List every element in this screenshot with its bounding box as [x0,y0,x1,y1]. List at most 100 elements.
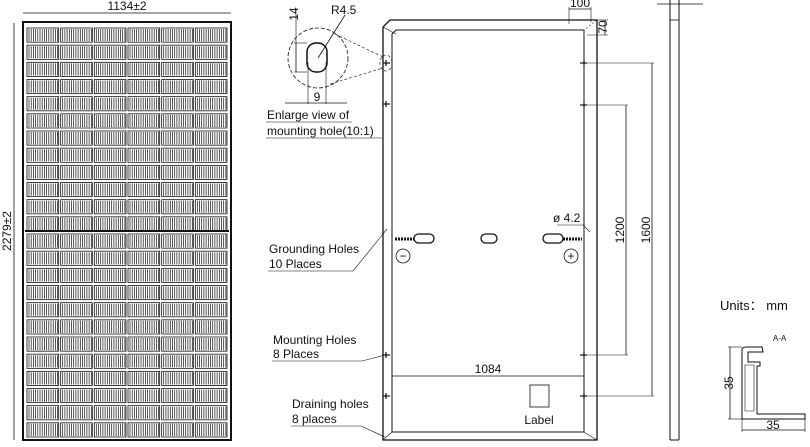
solar-cell [194,319,228,335]
solar-cell [26,147,60,163]
solar-cell [26,422,60,438]
solar-cell [161,422,194,438]
back-frame-outer [382,19,598,441]
solar-cell [93,199,127,215]
solar-cell [26,61,60,77]
solar-cell [60,182,93,198]
mounting-hole-detail: R4.5 14 9 Enlarge view of mounting hole(… [266,3,393,139]
solar-cell [194,147,228,163]
dim-1084: 1084 [475,362,502,376]
solar-cell [161,27,194,43]
solar-cell [93,27,127,43]
solar-cell [161,113,194,129]
solar-cell [127,182,161,198]
solar-cell [127,267,161,283]
solar-cell [161,336,194,352]
solar-cell [26,113,60,129]
section-a-a: Units： mm A-A 35 35 [720,298,806,432]
solar-cell [26,302,60,318]
solar-cell [194,422,228,438]
solar-cell [194,267,228,283]
solar-cell [161,164,194,180]
solar-cell [194,336,228,352]
back-frame-inner [391,29,585,433]
solar-cell [194,405,228,421]
solar-cell [26,199,60,215]
draining-label-1: Draining holes [292,397,369,411]
solar-cell [93,336,127,352]
solar-cell [60,319,93,335]
solar-cell [127,96,161,112]
solar-cell [194,302,228,318]
solar-cell [60,79,93,95]
positive-icon [563,248,579,264]
solar-cell [194,61,228,77]
solar-cell [26,250,60,266]
solar-cell [127,27,161,43]
solar-cell [26,182,60,198]
solar-cell [161,216,194,232]
solar-cell [60,285,93,301]
dim-1600: 1600 [639,216,653,243]
solar-cell [161,250,194,266]
draining-label-2: 8 places [292,412,337,426]
grounding-slot-center [480,233,498,244]
solar-cell [60,336,93,352]
negative-icon [395,248,411,264]
solar-cell [93,302,127,318]
solar-cell [161,370,194,386]
dim-100: 100 [570,0,590,10]
solar-cell [26,353,60,369]
solar-cell [161,182,194,198]
solar-cell [26,130,60,146]
solar-cell [93,130,127,146]
solar-cell [93,422,127,438]
solar-cell [26,267,60,283]
hole-height-dim: 14 [287,7,301,21]
solar-cell [60,250,93,266]
section-width-dim: 35 [766,418,780,432]
hole-width-dim: 9 [314,90,321,104]
solar-cell [194,285,228,301]
solar-cell [93,147,127,163]
solar-cell [194,250,228,266]
solar-cell [161,233,194,249]
solar-cell [127,285,161,301]
detail-circle [287,27,349,89]
solar-cell [26,233,60,249]
solar-cell [127,216,161,232]
solar-cell [161,44,194,60]
solar-cell [60,370,93,386]
solar-cell [161,302,194,318]
mounting-label-1: Mounting Holes [273,333,356,347]
solar-cell [161,353,194,369]
back-view: 1084 Label 100 70 1200 1600 [268,0,654,441]
solar-cell [93,61,127,77]
solar-cell [60,130,93,146]
panel-frame [22,21,232,441]
positive-symbol: + [567,249,574,263]
solar-cell [93,233,127,249]
solar-cell [194,113,228,129]
solar-cell [194,388,228,404]
solar-cell [127,353,161,369]
solar-cell [161,147,194,163]
solar-cell [161,405,194,421]
solar-cell [161,61,194,77]
solar-cell [26,216,60,232]
solar-cell [127,61,161,77]
frame-profile [741,346,806,420]
solar-cell [161,267,194,283]
solar-cell [93,44,127,60]
solar-cell [127,147,161,163]
solar-cell [194,182,228,198]
solar-cell [93,96,127,112]
solar-cell [26,79,60,95]
solar-cell [194,353,228,369]
dim-70: 70 [596,20,610,34]
solar-cell [127,113,161,129]
solar-cell [26,44,60,60]
dim-1200: 1200 [613,216,627,243]
solar-cell [127,405,161,421]
solar-cell [161,285,194,301]
